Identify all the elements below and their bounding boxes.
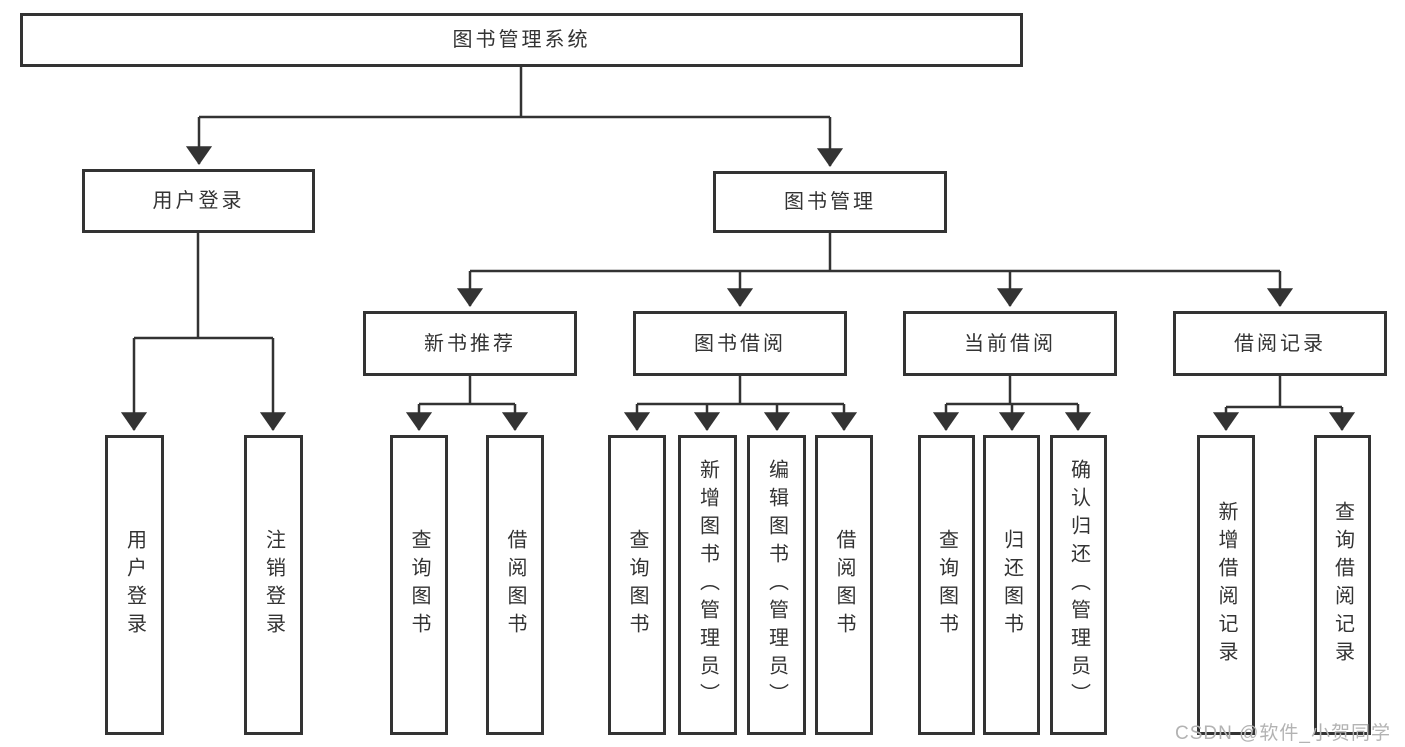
node-root: 图书管理系统 bbox=[20, 13, 1023, 67]
leaf-current-confirm-return-admin: 确认归还（管理员） bbox=[1050, 435, 1107, 735]
node-current-borrowing: 当前借阅 bbox=[903, 311, 1117, 376]
leaf-current-query-books: 查询图书 bbox=[918, 435, 975, 735]
watermark: CSDN @软件_小贺同学 bbox=[1175, 723, 1391, 744]
node-borrowing-records: 借阅记录 bbox=[1173, 311, 1387, 376]
leaf-logout: 注销登录 bbox=[244, 435, 303, 735]
leaf-borrowing-query-books: 查询图书 bbox=[608, 435, 666, 735]
leaf-borrowing-add-books-admin: 新增图书（管理员） bbox=[678, 435, 737, 735]
leaf-records-query-record: 查询借阅记录 bbox=[1314, 435, 1371, 735]
node-new-book-recommendation: 新书推荐 bbox=[363, 311, 577, 376]
leaf-records-add-record: 新增借阅记录 bbox=[1197, 435, 1255, 735]
connector-arrows bbox=[120, 117, 1356, 431]
node-book-borrowing: 图书借阅 bbox=[633, 311, 847, 376]
leaf-current-return-books: 归还图书 bbox=[983, 435, 1040, 735]
leaf-borrowing-borrow-books: 借阅图书 bbox=[815, 435, 873, 735]
leaf-user-login: 用户登录 bbox=[105, 435, 164, 735]
connector-trunk-lines bbox=[134, 67, 1342, 409]
node-book-management: 图书管理 bbox=[713, 171, 947, 233]
node-user-login: 用户登录 bbox=[82, 169, 315, 233]
leaf-recommend-borrow-books: 借阅图书 bbox=[486, 435, 544, 735]
leaf-recommend-query-books: 查询图书 bbox=[390, 435, 448, 735]
leaf-borrowing-edit-books-admin: 编辑图书（管理员） bbox=[747, 435, 806, 735]
